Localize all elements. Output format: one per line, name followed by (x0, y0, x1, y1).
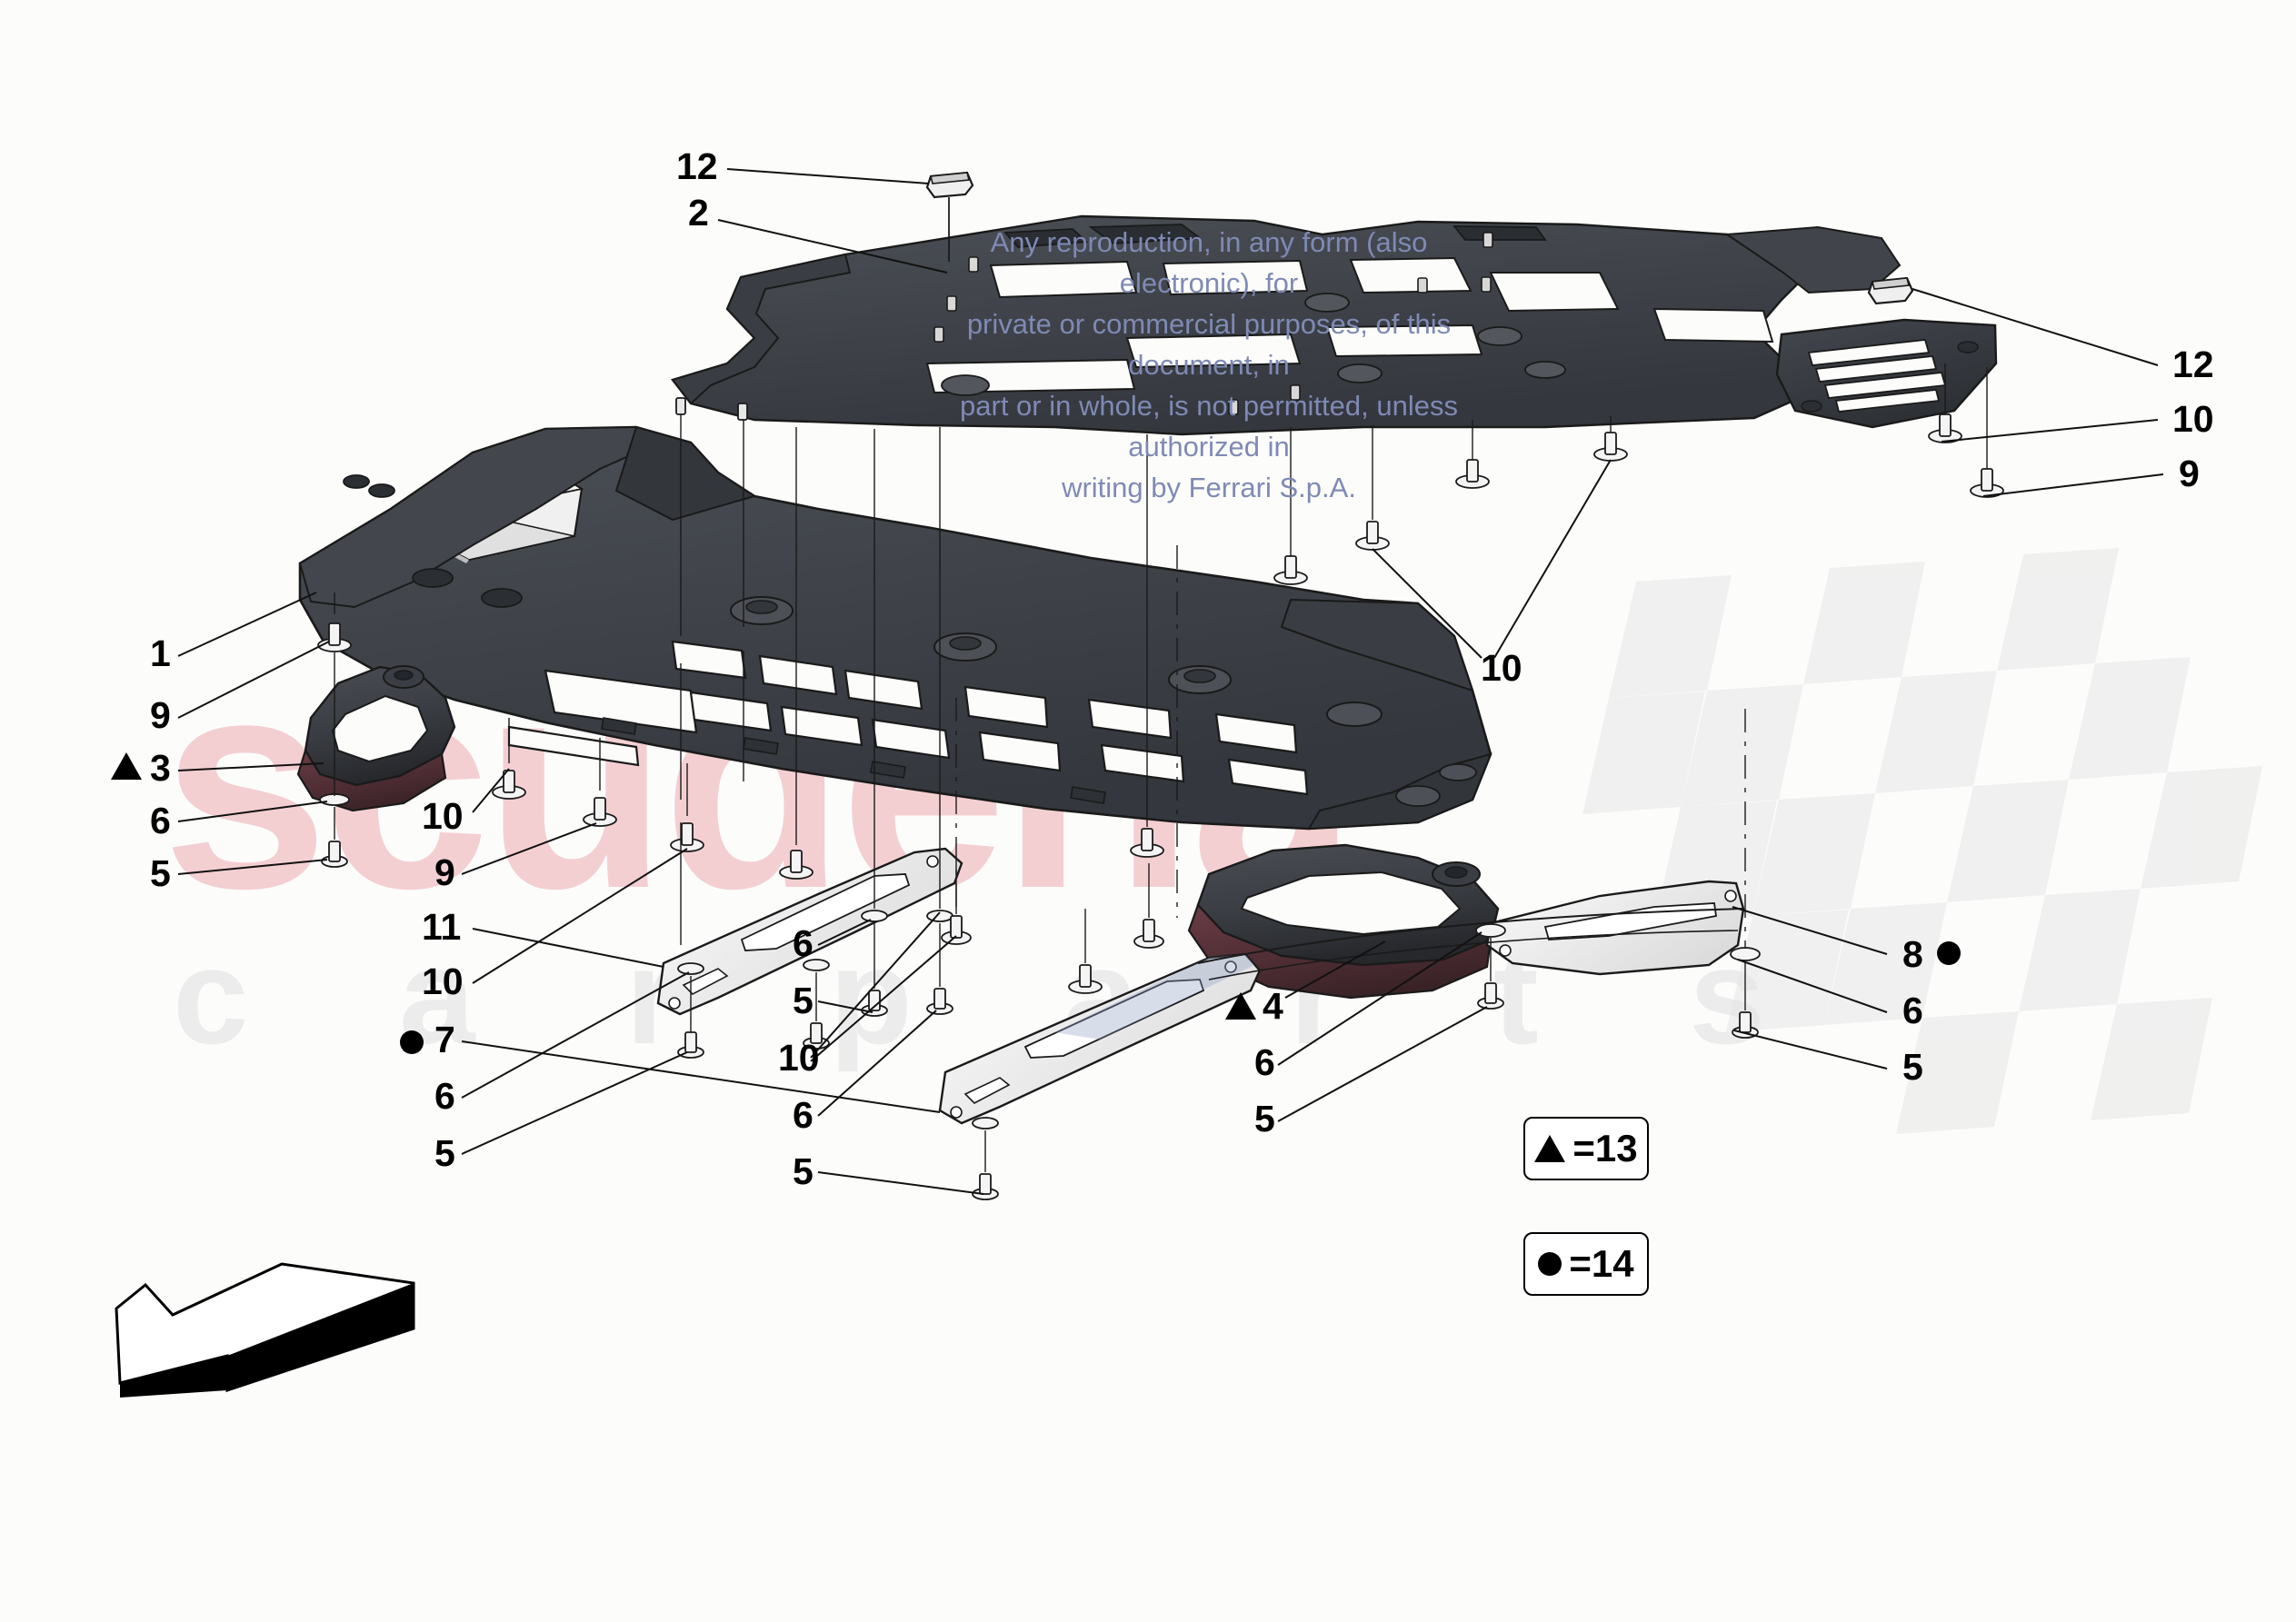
callout-9-a: 9 (150, 694, 171, 736)
callout-1: 1 (150, 632, 171, 674)
copyright-line-1: Any reproduction, in any form (also elec… (990, 226, 1428, 299)
callout-8: 8 (1902, 933, 1923, 975)
watermark-checkered-flag (1582, 548, 2262, 1134)
copyright-line-3: part or in whole, is not permitted, unle… (960, 389, 1458, 463)
callout-6-b: 6 (434, 1075, 455, 1117)
callout-6-c: 6 (793, 922, 814, 964)
part-12-clip-top (925, 171, 974, 199)
circle-marker-part-7 (400, 1030, 424, 1059)
direction-arrow (115, 1262, 415, 1398)
callout-6-f: 6 (1902, 990, 1923, 1031)
callout-10-c: 10 (422, 960, 464, 1002)
legend-triangle-box: =13 (1523, 1117, 1649, 1180)
part-3-front-arm-cover (296, 665, 456, 812)
triangle-marker-part-3 (111, 752, 142, 784)
copyright-line-2: private or commercial purposes, of this … (966, 307, 1452, 381)
legend-triangle-label: =13 (1572, 1127, 1638, 1169)
callout-6-d: 6 (793, 1094, 814, 1136)
callout-10-mid: 10 (1481, 647, 1522, 689)
callout-6-a: 6 (150, 800, 171, 841)
callout-2: 2 (688, 192, 709, 234)
callout-10-b: 10 (422, 795, 464, 837)
copyright-line-4: writing by Ferrari S.p.A. (1062, 471, 1356, 503)
fasteners-group (317, 397, 2004, 1200)
part-7-left-skirt-strip-2 (938, 952, 1262, 1125)
callout-3: 3 (150, 747, 171, 789)
callout-5-a: 5 (150, 852, 171, 894)
part-11-left-side-skirt (656, 847, 963, 1016)
callout-5-d: 5 (793, 1150, 814, 1192)
part-2-upper-flat-undertray (670, 214, 1902, 436)
part-right-grille-panel (1775, 318, 1998, 429)
callout-5-f: 5 (1902, 1046, 1923, 1088)
part-8-right-side-skirt (1197, 880, 1745, 980)
callout-5-c: 5 (793, 980, 814, 1021)
alignment-guides (334, 197, 1988, 1172)
callout-6-e: 6 (1254, 1041, 1275, 1083)
callout-5-b: 5 (434, 1132, 455, 1174)
circle-marker-part-8 (1937, 941, 1961, 970)
callout-7: 7 (434, 1019, 455, 1060)
legend-circle-label: =14 (1569, 1242, 1634, 1285)
triangle-marker-part-4 (1225, 992, 1256, 1024)
callout-12-right: 12 (2172, 343, 2214, 385)
callout-11: 11 (422, 906, 462, 948)
part-1-main-undertray (298, 425, 1492, 831)
callout-10-right: 10 (2172, 398, 2214, 440)
callout-10-d: 10 (778, 1037, 820, 1079)
leader-lines (177, 168, 2164, 1195)
callout-4: 4 (1263, 985, 1283, 1027)
callout-9-right: 9 (2179, 453, 2200, 494)
part-12-clip-right (1867, 276, 1914, 305)
triangle-icon (1534, 1135, 1566, 1162)
circle-icon (1538, 1252, 1562, 1276)
watermark-copyright: Any reproduction, in any form (also elec… (918, 223, 1500, 509)
callout-12-top: 12 (676, 145, 718, 187)
callout-5-e: 5 (1254, 1098, 1275, 1139)
callout-9-b: 9 (434, 851, 455, 893)
legend-circle-box: =14 (1523, 1232, 1649, 1296)
